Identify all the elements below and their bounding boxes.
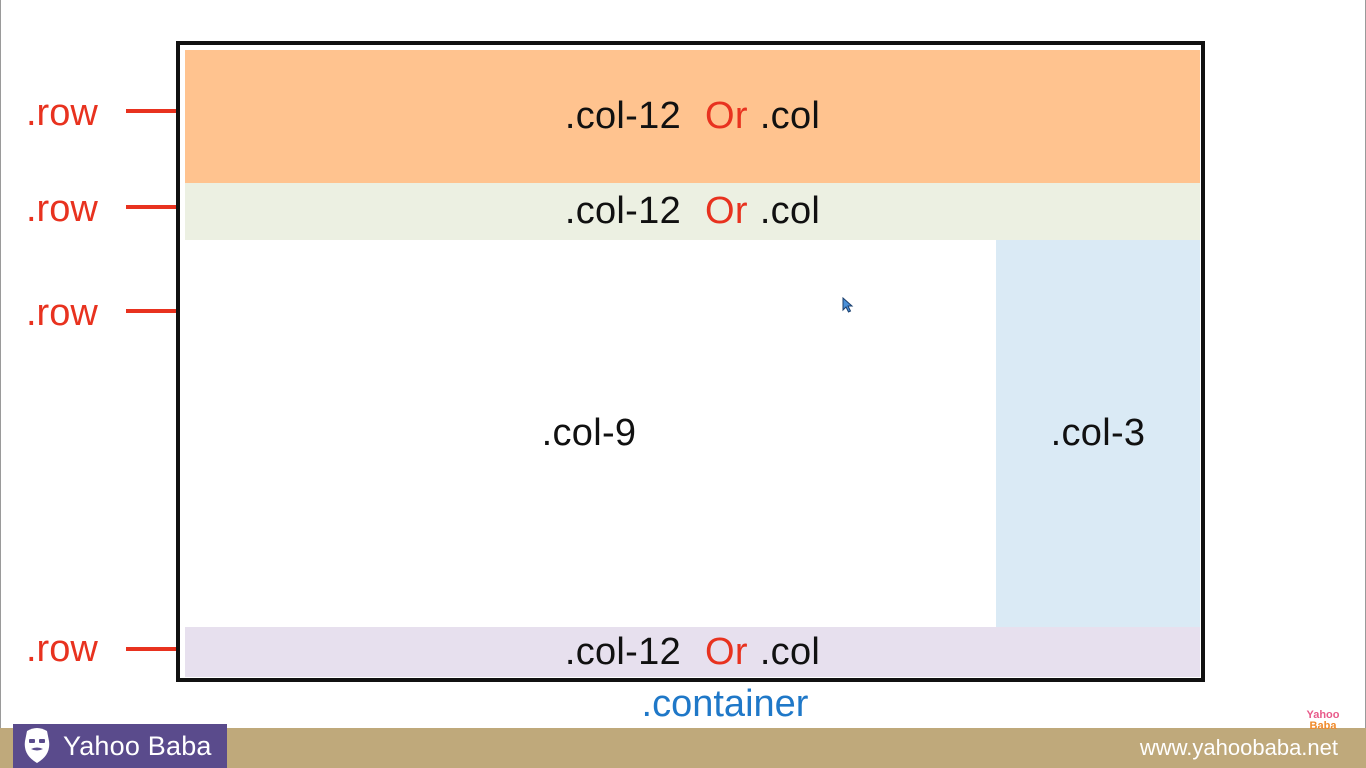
col-12-cell: .col-12 Or .col — [185, 50, 1200, 183]
frame-left-border — [0, 0, 1, 728]
row-label-2: .row — [26, 188, 98, 230]
bearded-face-icon — [24, 728, 50, 763]
col-text: .col — [759, 630, 821, 673]
corner-logo-line-1: Yahoo — [1306, 709, 1340, 721]
col-3-cell: .col-3 — [996, 240, 1200, 627]
col-3-text: .col-3 — [1050, 412, 1146, 454]
col-9-cell: .col-9 — [185, 240, 993, 627]
row-1: .col-12 Or .col — [185, 50, 1200, 183]
container-label: .container — [641, 683, 809, 725]
col-12-text: .col-12 — [564, 95, 681, 137]
row-3: .col-9 .col-3 — [185, 240, 1200, 627]
row-label-4: .row — [26, 628, 98, 670]
col-text: .col — [759, 95, 821, 137]
footer-bar — [0, 728, 1366, 768]
corner-logo-line-2: Baba — [1309, 720, 1337, 732]
or-text: Or — [705, 95, 748, 137]
or-text: Or — [705, 190, 748, 232]
col-12-text: .col-12 — [564, 630, 681, 673]
brand-badge[interactable]: Yahoo Baba — [13, 724, 227, 768]
col-12-cell: .col-12 Or .col — [185, 183, 1200, 240]
site-url[interactable]: www.yahoobaba.net — [1139, 735, 1338, 760]
row-4: .col-12 Or .col — [185, 627, 1200, 677]
row-2: .col-12 Or .col — [185, 183, 1200, 240]
mouse-pointer-icon — [842, 297, 854, 313]
row-label-1: .row — [26, 92, 98, 134]
brand-name: Yahoo Baba — [63, 730, 212, 761]
col-12-cell: .col-12 Or .col — [185, 627, 1200, 677]
or-text: Or — [705, 630, 748, 673]
row-label-3: .row — [26, 292, 98, 334]
col-text: .col — [759, 190, 821, 232]
corner-logo: Yahoo Baba — [1300, 710, 1346, 734]
col-12-text: .col-12 — [564, 190, 681, 232]
col-9-text: .col-9 — [541, 412, 637, 454]
